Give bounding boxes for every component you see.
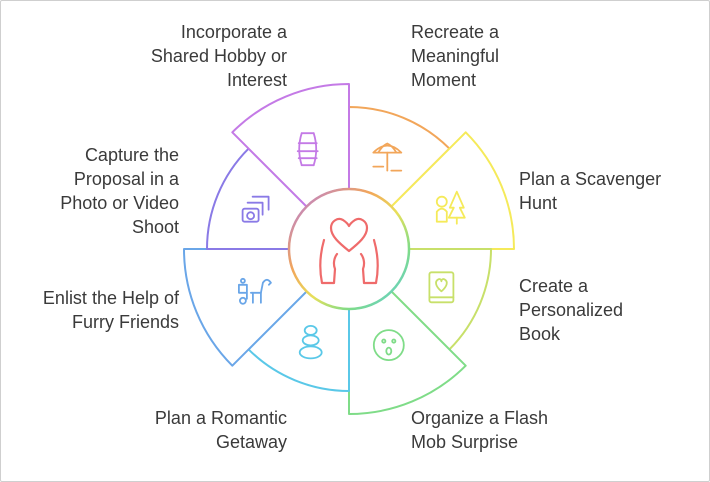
heart-in-hands-icon	[319, 217, 379, 285]
center-circle	[287, 187, 411, 311]
dog-icon	[237, 277, 272, 305]
forest-tree-icon	[435, 190, 466, 225]
surprised-face-icon	[372, 329, 405, 362]
beach-umbrella-icon	[372, 142, 403, 172]
heart-book-icon	[428, 271, 455, 304]
lantern-icon	[296, 132, 319, 167]
stacked-stones-icon	[298, 324, 323, 360]
cameras-icon	[241, 195, 270, 223]
